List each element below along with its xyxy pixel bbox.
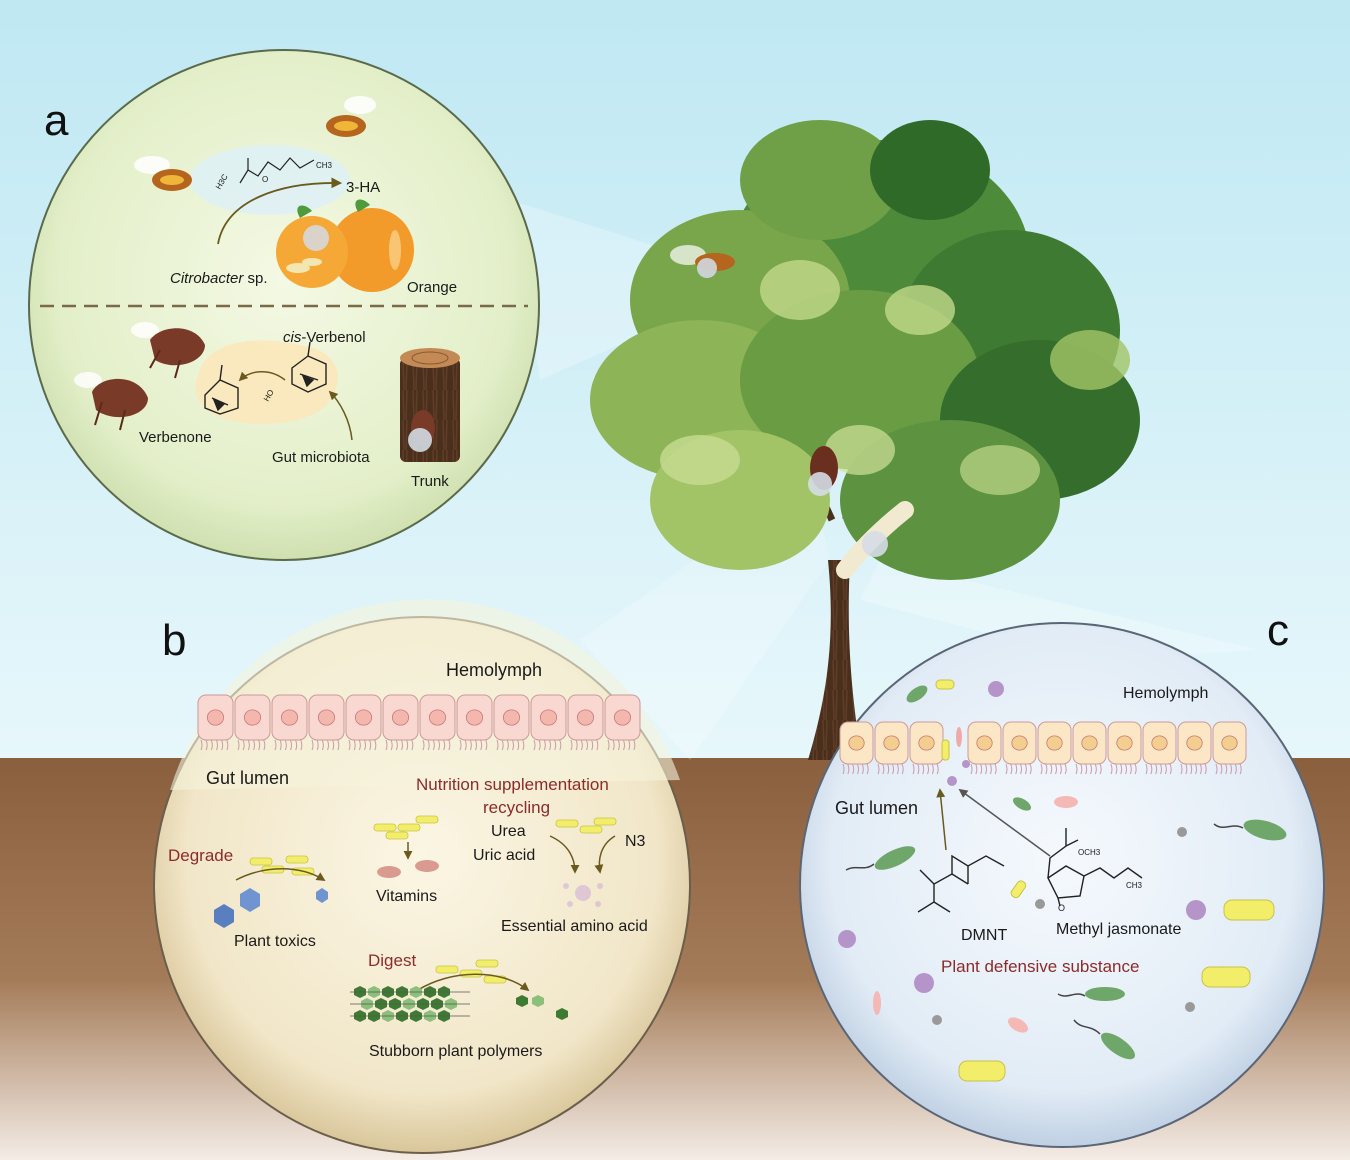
hemolymph-label: Hemolymph	[446, 660, 542, 680]
polymers-label: Stubborn plant polymers	[369, 1043, 542, 1060]
nutrition-title: Nutrition supplementation	[416, 775, 609, 794]
chemical-cloud	[195, 340, 338, 424]
fly-icon	[326, 96, 376, 137]
panel-c: c Hemolymph Gut lumen	[799, 606, 1325, 1148]
nutrition-subtitle: recycling	[483, 798, 550, 817]
plant-polymer-hexagons	[350, 986, 470, 1022]
panel-a: a H3C O CH3 3-HA	[28, 49, 540, 561]
tree-canopy	[590, 120, 1140, 580]
panel-b: b Hemolymph Gut lumen Nutrition suppleme…	[153, 599, 691, 1154]
orange-fruit-icon	[276, 199, 414, 292]
tree-trunk	[808, 560, 862, 760]
bacteria-cluster	[373, 815, 439, 840]
panel-letter-b: b	[162, 616, 186, 665]
dmnt-label: DMNT	[961, 927, 1007, 944]
plant-toxic-hexagons	[214, 888, 328, 928]
methyl-jasmonate-structure	[1047, 828, 1143, 907]
chem-label: CH3	[316, 161, 333, 170]
panel-letter-a: a	[44, 96, 69, 145]
methyl-jasmonate-label: Methyl jasmonate	[1056, 921, 1181, 938]
beetle-on-tree-icon	[808, 446, 838, 496]
defensive-substance-label: Plant defensive substance	[941, 957, 1139, 976]
epithelium-cell-row	[839, 721, 1247, 775]
dmnt-structure	[917, 854, 1005, 913]
arrow-dmnt-to-cells	[936, 788, 947, 851]
vitamins-label: Vitamins	[376, 888, 437, 905]
beetle-icon	[74, 372, 148, 431]
tree	[590, 120, 1140, 760]
essential-amino-acid-label: Essential amino acid	[501, 918, 648, 935]
3ha-structure	[239, 157, 315, 184]
trunk-label: Trunk	[411, 473, 449, 490]
scent-cloud	[190, 145, 350, 215]
verbenone-structure	[204, 364, 239, 415]
arrow-to-verbenone	[238, 371, 286, 382]
arrow-to-3ha	[217, 177, 343, 245]
epithelium-cell-row	[197, 694, 641, 751]
urea-label: Urea	[491, 823, 526, 840]
bacteria-cluster	[555, 817, 617, 834]
microbe-scatter	[838, 679, 1287, 1082]
cis-verbenol-label: cis-Verbenol	[283, 329, 366, 346]
zoom-cone-a	[510, 200, 720, 380]
bacteria-cluster	[435, 959, 507, 984]
vitamin-icon	[415, 860, 439, 872]
zoom-cone-c	[860, 560, 1260, 660]
polymer-fragment	[516, 995, 568, 1020]
gut-lumen-label: Gut lumen	[206, 768, 289, 788]
gut-lumen-label: Gut lumen	[835, 798, 918, 818]
arrow-mj-to-cells	[958, 788, 1051, 857]
fly-on-tree-icon	[670, 245, 735, 278]
chem-label: O	[1058, 903, 1065, 913]
n3-label: N3	[625, 833, 646, 850]
orange-label: Orange	[407, 279, 457, 296]
trunk-log-icon	[400, 348, 460, 462]
chem-label: OCH3	[1078, 848, 1101, 857]
verbenone-label: Verbenone	[139, 429, 212, 446]
chem-label: O	[262, 175, 268, 184]
bacterium-label: Citrobacter sp.	[170, 270, 268, 287]
arrow-from-microbiota	[328, 390, 353, 441]
panel-letter-c: c	[1267, 606, 1289, 655]
fly-icon	[134, 156, 192, 191]
cis-verbenol-structure	[291, 341, 327, 393]
circle-c	[799, 622, 1325, 1148]
gut-microbiota-label: Gut microbiota	[272, 449, 370, 466]
digest-label: Digest	[368, 951, 416, 970]
label-3ha: 3-HA	[346, 179, 380, 196]
beetle-icon	[131, 322, 205, 379]
larva-on-tree-icon	[836, 501, 914, 579]
uric-acid-label: Uric acid	[473, 847, 535, 864]
degrade-label: Degrade	[168, 846, 233, 865]
chem-label: CH3	[1126, 881, 1143, 890]
plant-toxics-label: Plant toxics	[234, 933, 316, 950]
vitamin-icon	[377, 866, 401, 878]
hemolymph-label: Hemolymph	[1123, 685, 1208, 702]
amino-acid-molecule-icon	[563, 883, 603, 907]
